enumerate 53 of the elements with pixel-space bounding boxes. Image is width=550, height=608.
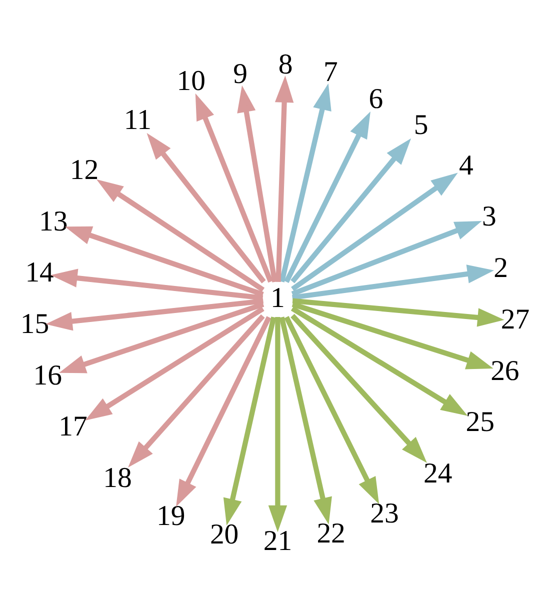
node-text: 18 [103, 462, 132, 494]
arrow [176, 316, 272, 507]
node-text: 24 [423, 457, 452, 490]
arrow [291, 172, 458, 292]
arrow [64, 226, 264, 297]
arrow [291, 221, 482, 296]
node-text: 8 [278, 48, 293, 80]
node-text: 16 [33, 359, 62, 392]
arrow [128, 314, 265, 468]
arrow [292, 298, 504, 327]
arrow [274, 76, 294, 282]
arrow [284, 112, 370, 283]
node-text: 5 [414, 108, 428, 141]
node-text: 11 [124, 104, 152, 136]
arrow [59, 302, 264, 374]
arrow [290, 138, 412, 284]
arrow [50, 268, 264, 300]
node-text: 22 [316, 517, 346, 550]
arrow [237, 85, 278, 282]
node-text: 26 [490, 354, 520, 387]
arrow [284, 316, 380, 504]
arrow [268, 316, 288, 532]
node-text: 4 [459, 149, 474, 182]
node-text: 2 [494, 252, 508, 284]
node-text: 27 [500, 303, 530, 336]
node-text: 3 [482, 200, 496, 233]
node-text: 13 [39, 205, 68, 238]
node-text: 25 [466, 406, 494, 438]
arrow [290, 306, 468, 416]
node-text: 10 [176, 65, 206, 98]
arrow [96, 179, 265, 292]
arrow [279, 83, 332, 282]
node-text: 1 [270, 282, 285, 314]
node-text: 17 [58, 410, 88, 443]
arrow [292, 264, 494, 300]
arrow [279, 316, 332, 524]
node-text: 15 [20, 308, 50, 340]
node-text: 7 [324, 56, 338, 88]
node-text: 6 [368, 83, 384, 116]
node-text: 12 [70, 154, 99, 186]
node-text: 21 [263, 524, 292, 557]
arrow [85, 306, 264, 420]
node-text: 9 [233, 58, 248, 90]
arrow [290, 314, 427, 463]
node-text: 20 [210, 518, 239, 550]
node-text: 23 [370, 498, 399, 530]
arrow [292, 302, 494, 370]
arrow [46, 298, 264, 331]
arrow [146, 132, 266, 284]
node-text: 19 [156, 500, 186, 532]
node-text: 14 [25, 256, 54, 289]
arrow [223, 316, 276, 526]
arrow [195, 93, 273, 283]
